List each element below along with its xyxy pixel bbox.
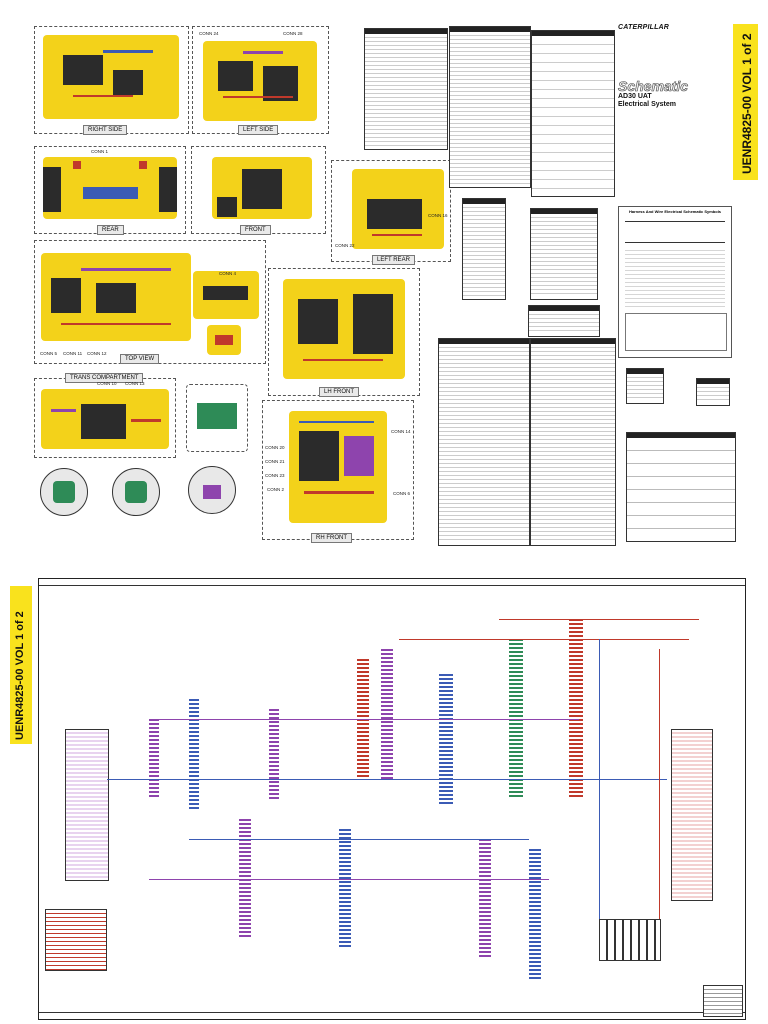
- view-label-left-rear: LEFT REAR: [372, 255, 415, 265]
- connector-bank: [45, 909, 107, 971]
- title-system: Electrical System: [618, 101, 676, 108]
- symbols-block: Harness And Wire Electrical Schematic Sy…: [618, 206, 732, 358]
- left-side-photo: [203, 41, 317, 121]
- conn-label: CONN 24: [199, 31, 219, 36]
- detail-view-1: [40, 468, 88, 516]
- conn-label: CONN 14: [391, 429, 411, 434]
- component-table-3: [531, 30, 615, 197]
- trans-compartment-panel: TRANS COMPARTMENT CONN 10 CONN 13: [34, 373, 176, 458]
- detail-view-2: [112, 468, 160, 516]
- title-heading: Schematic: [618, 78, 689, 95]
- brand-logo: CATERPILLAR: [618, 24, 670, 31]
- relay-bank: [599, 919, 661, 961]
- left-side-panel: CONN 24 CONN 28 LEFT SIDE: [192, 26, 329, 135]
- conn-label: CONN 21: [265, 459, 285, 464]
- legend-table-small-2: [696, 378, 730, 406]
- conn-label: CONN 5: [40, 351, 58, 356]
- wire-color-table: [626, 432, 736, 542]
- view-label-rh-front: RH FRONT: [311, 533, 352, 543]
- legend-table-small-1: [626, 368, 664, 404]
- relay-table: [530, 208, 598, 300]
- rh-front-photo: [289, 411, 387, 523]
- right-side-panel: RIGHT SIDE: [34, 26, 189, 135]
- conn-label: CONN 6: [393, 491, 411, 496]
- connector-table: [462, 198, 506, 300]
- conn-label: CONN 11: [63, 351, 83, 356]
- view-label-left-side: LEFT SIDE: [238, 125, 279, 135]
- front-panel: FRONT: [191, 146, 326, 235]
- lh-front-photo: [283, 279, 405, 379]
- top-view-photo: [41, 253, 191, 341]
- right-side-photo: [43, 35, 179, 119]
- view-label-top-view: TOP VIEW: [120, 354, 160, 364]
- conn-label: CONN 20: [265, 445, 285, 450]
- conn-label: CONN 28: [283, 31, 303, 36]
- component-table-2: [449, 26, 531, 188]
- fuse-table: [528, 305, 600, 337]
- detail-view-4: [186, 384, 248, 452]
- conn-label: CONN 13: [125, 381, 145, 386]
- top-view-arm-photo: [193, 271, 259, 319]
- top-view-panel: CONN 4 CONN 5 CONN 11 CONN 12 TOP VIEW: [34, 240, 266, 364]
- rh-front-panel: CONN 20 CONN 21 CONN 23 CONN 2 CONN 14 C…: [262, 400, 414, 543]
- conn-label: CONN 2: [267, 487, 285, 492]
- conn-label: CONN 4: [219, 271, 237, 276]
- view-label-front: FRONT: [240, 225, 271, 235]
- trans-compartment-photo: [41, 389, 169, 449]
- conn-label: CONN 23: [265, 473, 285, 478]
- view-label-right-side: RIGHT SIDE: [83, 125, 128, 135]
- left-rear-panel: CONN 16 CONN 22 LEFT REAR: [331, 160, 451, 265]
- component-location-table-2: [530, 338, 616, 546]
- view-label-rear: REAR: [97, 225, 124, 235]
- detail-view-3: [188, 466, 236, 514]
- volume-band-side: [10, 586, 32, 744]
- volume-title-side: UENR4825-00 VOL 1 of 2: [14, 611, 26, 740]
- rear-photo: [43, 157, 177, 219]
- view-label-trans-compartment: TRANS COMPARTMENT: [65, 373, 144, 383]
- volume-band-top: [733, 24, 758, 180]
- component-location-table-1: [438, 338, 530, 546]
- conn-label: CONN 12: [87, 351, 107, 356]
- volume-title-top: UENR4825-00 VOL 1 of 2: [740, 33, 754, 174]
- ecm-block: [65, 729, 109, 881]
- symbols-heading: Harness And Wire Electrical Schematic Sy…: [628, 209, 722, 214]
- top-view-detail-photo: [207, 325, 241, 355]
- conn-label: CONN 1: [91, 149, 109, 154]
- conn-label: CONN 16: [428, 213, 448, 218]
- title-model: AD30 UAT: [618, 93, 652, 100]
- drawing-title-block: [703, 985, 743, 1017]
- electrical-schematic: [38, 578, 746, 1020]
- rear-panel: CONN 1 REAR: [34, 146, 186, 235]
- conn-label: CONN 22: [335, 243, 355, 248]
- ecm-block-right: [671, 729, 713, 901]
- left-rear-photo: [352, 169, 444, 249]
- view-label-lh-front: LH FRONT: [319, 387, 359, 397]
- front-photo: [212, 157, 312, 219]
- conn-label: CONN 10: [97, 381, 117, 386]
- lh-front-panel: LH FRONT: [268, 268, 420, 397]
- component-table-1: [364, 28, 448, 150]
